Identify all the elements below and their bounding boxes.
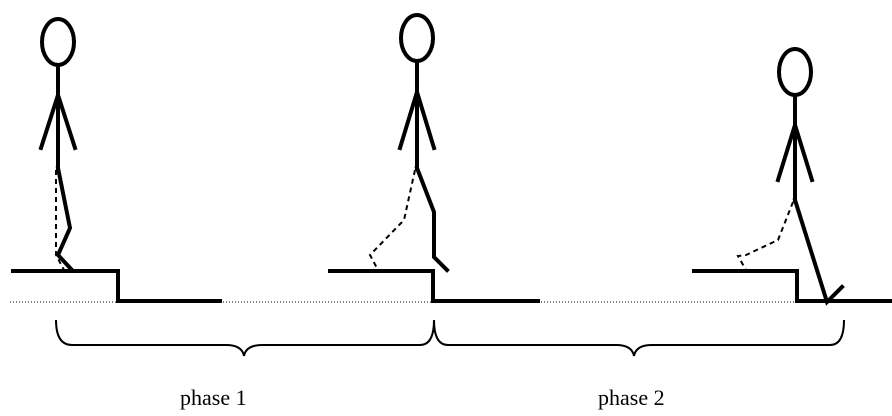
figure-3-dashed-leg: [736, 201, 794, 271]
step-2: [328, 269, 540, 303]
stick-figure-2: [368, 13, 450, 273]
phase-1-brace: [55, 319, 435, 357]
figure-3-arms: [775, 118, 815, 183]
figure-2-head: [399, 13, 435, 63]
stick-figure-3: [736, 47, 845, 306]
stick-figure-1: [38, 17, 78, 273]
figure-1-dashed-leg: [55, 170, 65, 271]
phase-2-label: phase 2: [598, 385, 665, 410]
figure-2-solid-leg: [414, 165, 450, 273]
figure-3-head: [777, 47, 813, 97]
figure-1-solid-leg: [55, 165, 75, 273]
figure-2-dashed-leg: [368, 169, 416, 271]
figure-1-arms: [38, 88, 78, 151]
figure-2-arms: [397, 85, 437, 151]
step-3: [692, 269, 892, 303]
phase-1-label: phase 1: [180, 385, 247, 410]
phase-2-brace: [433, 319, 845, 357]
step-1: [11, 269, 222, 303]
figure-3-solid-leg: [792, 197, 845, 306]
figure-1-head: [40, 17, 76, 67]
